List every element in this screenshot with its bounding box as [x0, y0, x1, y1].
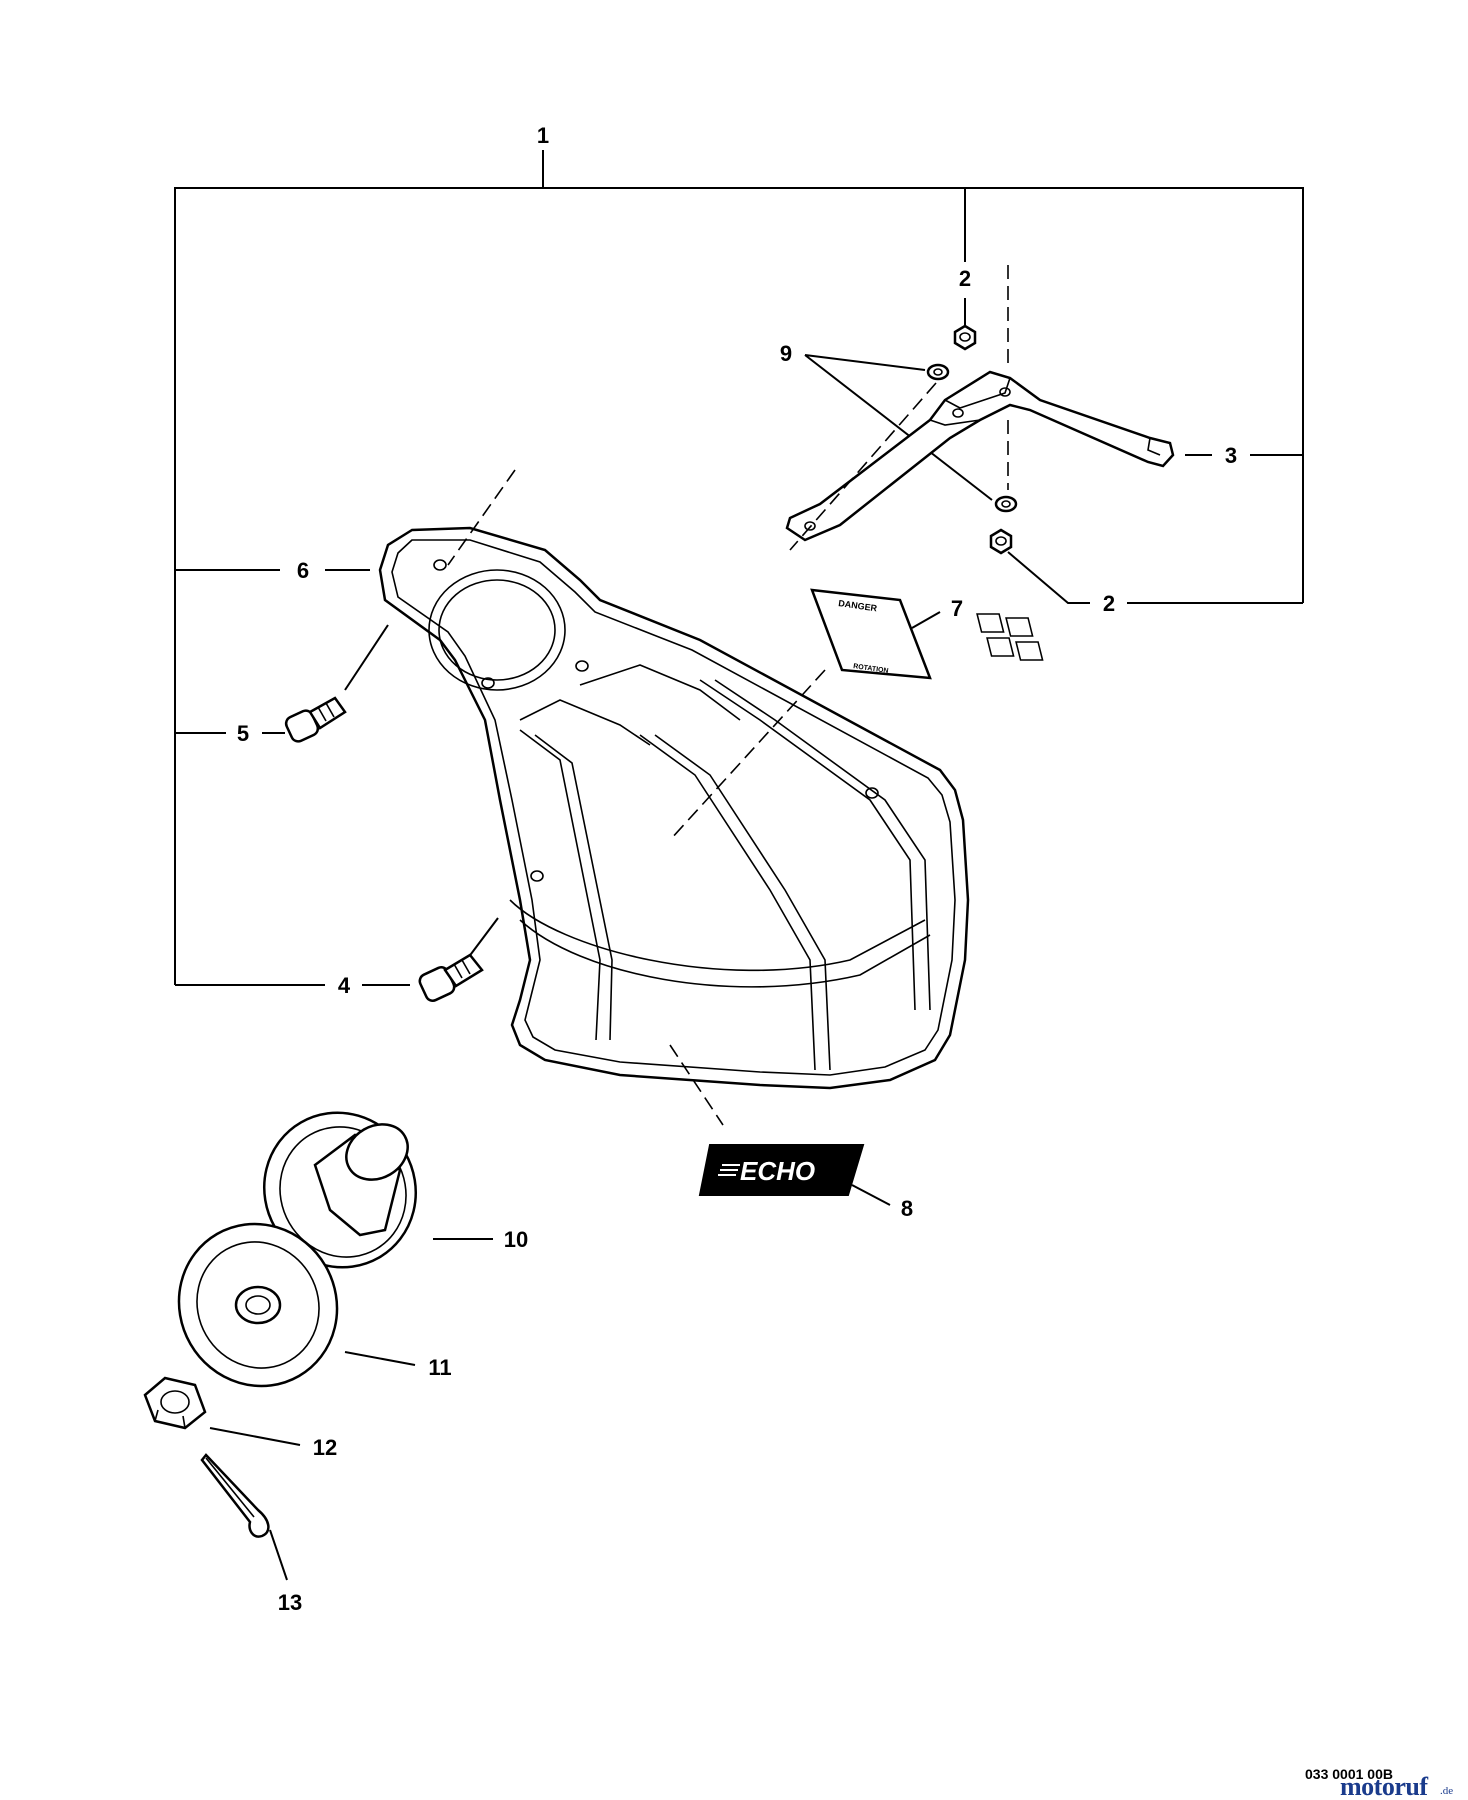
nut-bottom — [989, 528, 1013, 555]
callout-1: 1 — [537, 123, 549, 148]
washer-plate — [177, 1222, 416, 1388]
callout-11: 11 — [428, 1355, 451, 1380]
castle-nut — [143, 1376, 301, 1446]
callout-9: 9 — [780, 341, 792, 366]
cup — [262, 1111, 493, 1269]
assembly-bracket — [174, 150, 1304, 986]
callout-13: 13 — [278, 1590, 302, 1615]
watermark-tld: .de — [1440, 1785, 1454, 1797]
nut-top — [953, 298, 977, 351]
bolt-4 — [418, 917, 499, 1002]
callout-2-bottom: 2 — [1103, 591, 1115, 616]
drawing-code: 033 0001 00B — [1305, 1766, 1393, 1782]
decal-rotation-text: ROTATION — [853, 663, 889, 675]
logo-decal: ECHO — [698, 1144, 891, 1206]
callout-6: 6 — [297, 558, 309, 583]
callout-8: 8 — [901, 1196, 913, 1221]
callout-10: 10 — [504, 1227, 528, 1252]
callout-5: 5 — [237, 721, 249, 746]
callout-3: 3 — [1225, 443, 1237, 468]
washers — [804, 354, 1018, 513]
watermark-brand: motoruf — [1340, 1772, 1428, 1800]
callout-12: 12 — [313, 1435, 337, 1460]
bolt-5 — [284, 624, 389, 743]
callout-2-top: 2 — [959, 266, 971, 291]
callout-7: 7 — [951, 596, 963, 621]
safety-decal: DANGER ROTATION — [810, 588, 1044, 680]
callout-4: 4 — [338, 973, 351, 998]
logo-text: ECHO — [740, 1156, 815, 1186]
shield — [378, 469, 970, 1126]
cotter-pin — [200, 1453, 288, 1581]
support-bracket — [785, 265, 1175, 551]
